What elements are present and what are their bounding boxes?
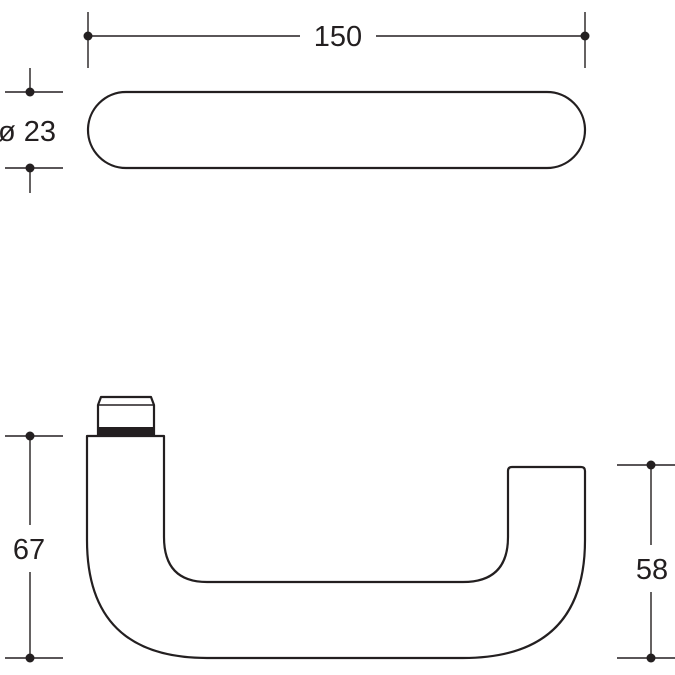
height-right-label: 58 (636, 554, 668, 586)
handle-side-view (85, 395, 587, 660)
length-label: 150 (314, 21, 362, 53)
height-right-dimension: 58 (617, 460, 675, 663)
length-dimension: 150 (83, 12, 590, 68)
diameter-dimension: ø 23 (0, 68, 63, 193)
handle-top-view (86, 90, 587, 170)
diameter-label: ø 23 (0, 116, 56, 148)
height-left-label: 67 (13, 534, 45, 566)
height-left-dimension: 67 (5, 431, 63, 663)
